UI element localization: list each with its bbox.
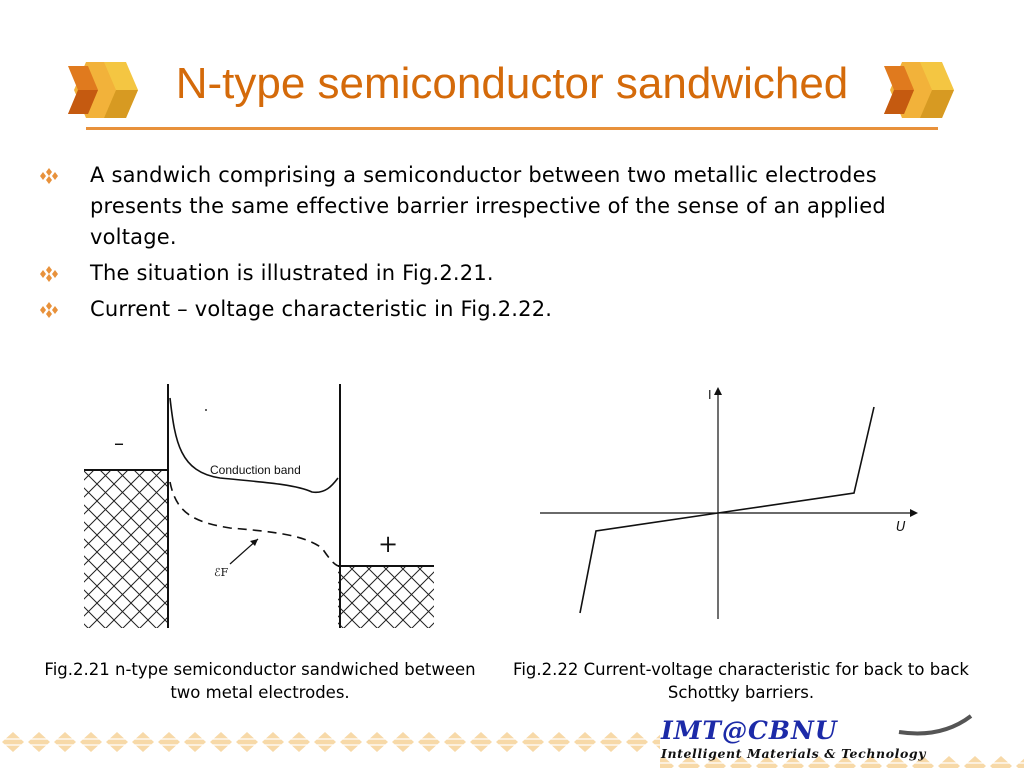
imt-cbnu-logo: IMT@CBNU Intelligent Materials & Technol… bbox=[655, 712, 995, 768]
bullet-item: The situation is illustrated in Fig.2.21… bbox=[38, 258, 968, 289]
plus-label: + bbox=[378, 530, 398, 558]
figure-2-22-caption: Fig.2.22 Current-voltage characteristic … bbox=[513, 660, 969, 702]
left-metal-electrode bbox=[84, 470, 168, 628]
fermi-label: ℰF bbox=[214, 566, 229, 579]
figure-2-21-caption: Fig.2.21 n-type semiconductor sandwiched… bbox=[44, 660, 476, 702]
diamond-bullet-icon bbox=[40, 168, 58, 184]
band-diagram-figure: – + Conduction band ℰF bbox=[84, 384, 434, 628]
right-metal-electrode bbox=[338, 566, 434, 628]
minus-label: – bbox=[114, 431, 124, 455]
title-decoration-right-icon bbox=[884, 62, 954, 118]
title-decoration-left-icon bbox=[68, 62, 138, 118]
diamond-bullet-icon bbox=[40, 302, 58, 318]
iv-curve bbox=[579, 406, 875, 614]
bullet-text: The situation is illustrated in Fig.2.21… bbox=[90, 261, 494, 285]
iv-characteristic-figure: I U bbox=[540, 387, 918, 619]
conduction-band-label: Conduction band bbox=[210, 463, 301, 477]
title-divider bbox=[86, 127, 938, 130]
logo-imt: IMT bbox=[661, 716, 722, 745]
logo-swoosh-icon bbox=[898, 714, 973, 736]
bullet-text: A sandwich comprising a semiconductor be… bbox=[90, 163, 886, 249]
fermi-level-curve bbox=[169, 481, 339, 567]
conduction-band-curve bbox=[169, 397, 339, 494]
logo-cbnu: CBNU bbox=[747, 716, 838, 745]
footer-pattern-decoration bbox=[0, 732, 1024, 768]
slide-title: N-type semiconductor sandwiched bbox=[175, 59, 849, 108]
logo-at: @ bbox=[721, 716, 748, 745]
bullet-text: Current – voltage characteristic in Fig.… bbox=[90, 297, 553, 321]
bullet-item: A sandwich comprising a semiconductor be… bbox=[38, 160, 968, 253]
logo-wordmark: IMT@CBNU bbox=[661, 716, 838, 745]
logo-tagline: Intelligent Materials & Technology bbox=[661, 746, 927, 761]
bullet-item: Current – voltage characteristic in Fig.… bbox=[38, 294, 968, 325]
x-axis-label: U bbox=[896, 520, 906, 535]
y-axis-label: I bbox=[708, 388, 712, 402]
diamond-bullet-icon bbox=[40, 266, 58, 282]
bullet-list: A sandwich comprising a semiconductor be… bbox=[38, 160, 968, 330]
